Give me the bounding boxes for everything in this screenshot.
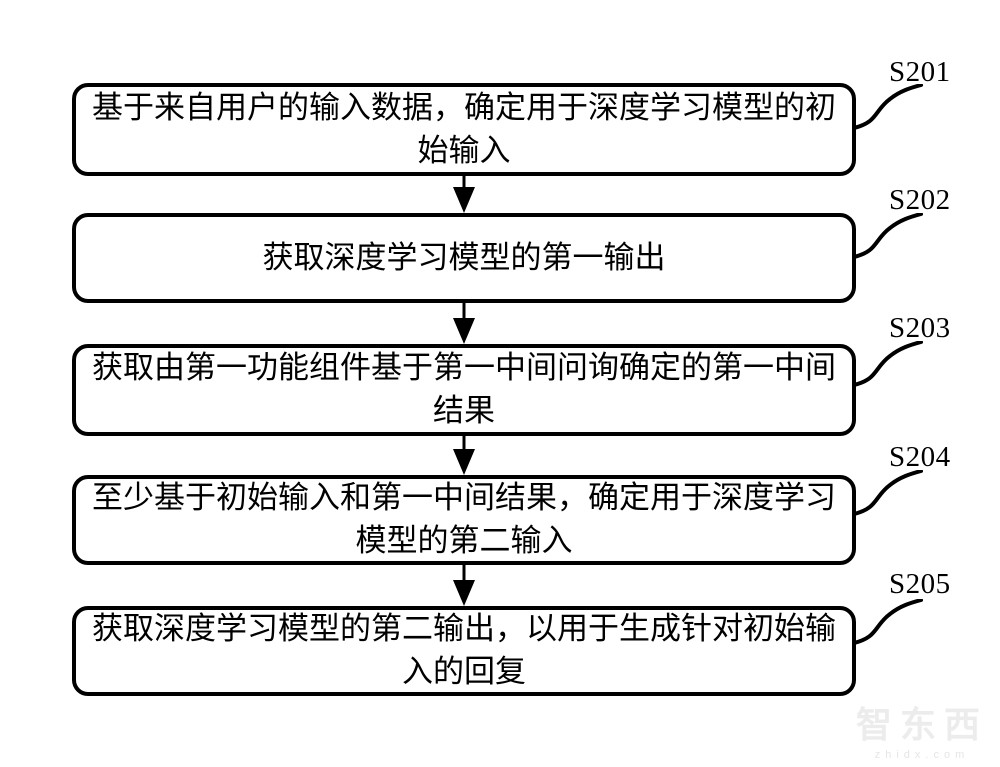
flow-step-text: 获取深度学习模型的第一输出 [262, 239, 666, 275]
flow-step-box-s202: 获取深度学习模型的第一输出 [72, 213, 856, 303]
flow-step-text: 获取深度学习模型的第二输出，以用于生成针对初始输入的回复 [92, 611, 836, 689]
reference-curve-icon [852, 470, 923, 516]
arrow-stem [462, 436, 466, 461]
flow-step-box-s205: 获取深度学习模型的第二输出，以用于生成针对初始输入的回复 [72, 606, 856, 696]
flow-step-text: 获取由第一功能组件基于第一中间问询确定的第一中间结果 [92, 350, 836, 428]
watermark: 智东西 zhidx.com [856, 696, 988, 761]
reference-curve-icon [852, 341, 923, 387]
arrow-stem [462, 303, 466, 330]
step-label-s201: S201 [889, 56, 951, 88]
arrow-stem [462, 565, 466, 592]
arrow-head [453, 580, 475, 606]
reference-curve-icon [852, 599, 923, 645]
flow-step-text: 至少基于初始输入和第一中间结果，确定用于深度学习模型的第二输入 [92, 480, 836, 558]
down-arrow-icon [452, 176, 476, 213]
reference-curve-icon [852, 84, 923, 130]
arrow-head [453, 318, 475, 344]
flow-step-box-s204: 至少基于初始输入和第一中间结果，确定用于深度学习模型的第二输入 [72, 475, 856, 565]
watermark-url-text: zhidx.com [874, 749, 970, 761]
arrow-head [453, 449, 475, 475]
step-label-s204: S204 [889, 441, 951, 473]
down-arrow-icon [452, 436, 476, 475]
step-label-s205: S205 [889, 568, 951, 600]
arrow-head [453, 187, 475, 213]
step-label-s202: S202 [889, 184, 951, 216]
watermark-logo-text: 智东西 [855, 704, 988, 745]
flow-step-text: 基于来自用户的输入数据，确定用于深度学习模型的初始输入 [92, 89, 836, 168]
step-label-s203: S203 [889, 312, 951, 344]
reference-curve-icon [852, 213, 923, 259]
down-arrow-icon [452, 565, 476, 606]
down-arrow-icon [452, 303, 476, 344]
flow-step-box-s201: 基于来自用户的输入数据，确定用于深度学习模型的初始输入 [72, 83, 856, 176]
flow-step-box-s203: 获取由第一功能组件基于第一中间问询确定的第一中间结果 [72, 344, 856, 436]
